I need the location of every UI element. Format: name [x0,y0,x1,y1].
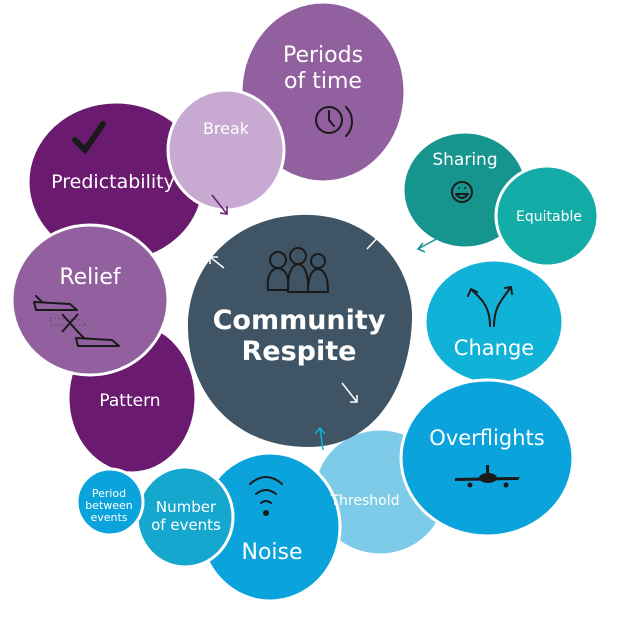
bubble-break [166,88,286,212]
period-between-label-2: between [85,499,133,512]
arrow-to-overflights [341,382,358,403]
airplane-icon [455,465,520,488]
bubble-equitable [494,164,600,268]
break-label: Break [203,119,250,138]
checkmark-icon [72,121,106,155]
bubble-overflights [399,378,575,538]
clock-icon [315,106,353,137]
overflights-label: Overflights [429,426,544,450]
periods-label-2: of time [284,69,362,94]
threshold-label: Threshold [330,493,400,509]
equitable-label: Equitable [516,209,582,225]
smiley-icon [451,181,473,203]
sharing-label: Sharing [432,150,497,170]
arrow-to-sharing [366,233,382,250]
bubble-period-between-events [75,467,145,537]
change-label: Change [454,336,534,360]
noise-signal-icon [249,476,283,516]
center-title-2: Respite [242,336,357,367]
period-between-label-1: Period [92,487,126,500]
planes-icon [33,295,120,347]
arrow-to-relief [209,256,225,269]
period-between-label-3: events [90,511,127,524]
relief-label: Relief [59,265,122,290]
periods-label-1: Periods [283,43,363,68]
diverging-arrows-icon [467,286,513,327]
center-title-1: Community [213,305,386,336]
arrow-predictability-to-center [211,194,228,215]
predictability-label: Predictability [51,171,175,193]
pattern-label: Pattern [99,391,160,411]
noise-label: Noise [241,540,302,565]
people-icon [266,247,329,293]
number-of-events-label-2: of events [151,516,221,534]
arrow-noise-to-center [314,426,326,451]
bubble-relief [10,223,170,377]
bubble-community-respite [187,214,413,448]
arrow-sharing-to-center [416,236,441,253]
number-of-events-label-1: Number [156,498,217,516]
